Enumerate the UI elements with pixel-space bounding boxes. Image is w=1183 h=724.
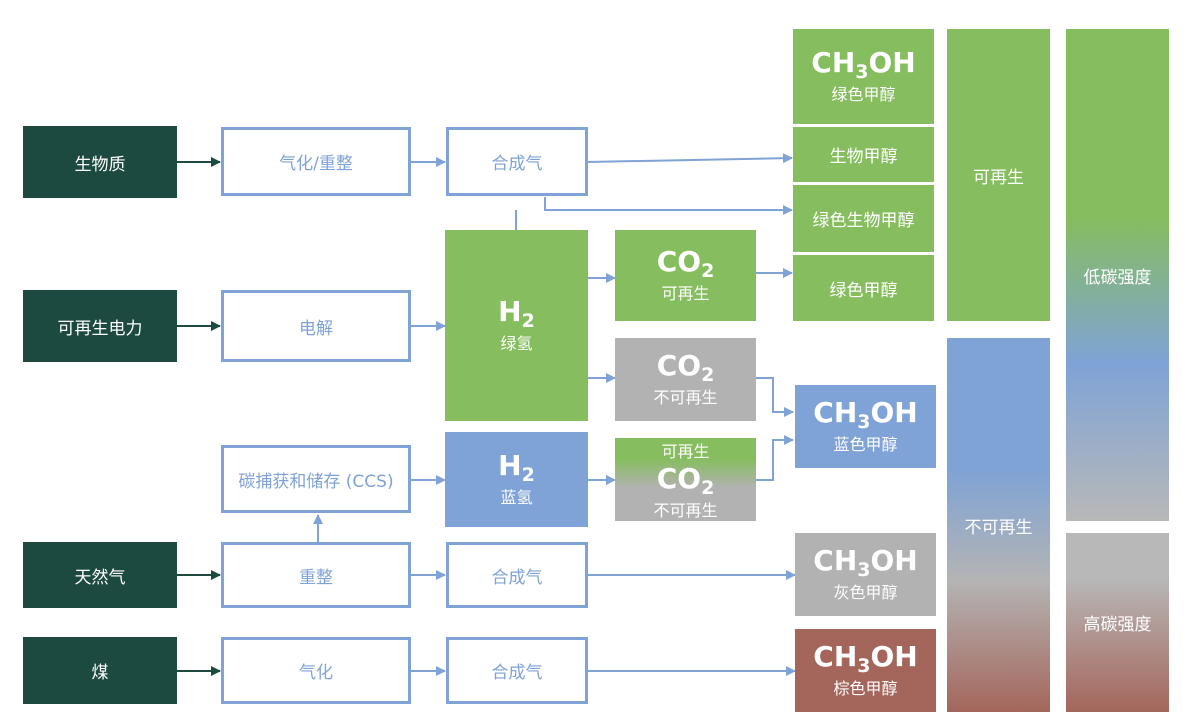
process-electrolysis: 电解: [221, 290, 411, 362]
methanol-formula-brown: CH3OH: [813, 640, 918, 678]
process-gasification: 气化: [221, 637, 411, 704]
process-gasification-label: 气化: [299, 663, 333, 683]
process-syngas-coal: 合成气: [446, 637, 588, 704]
green-hydrogen-label: 绿氢: [500, 333, 533, 353]
methanol-formula-green: CH3OH: [811, 46, 916, 84]
source-coal-label: 煤: [91, 663, 109, 683]
blue-hydrogen-label: 蓝氢: [500, 487, 533, 507]
methanol-formula-gray: CH3OH: [813, 544, 918, 582]
blue-hydrogen: H2 蓝氢: [445, 432, 588, 527]
co2-renewable: CO2 可再生: [615, 230, 756, 321]
process-syngas-natural-gas-label: 合成气: [491, 567, 543, 588]
process-ccs-label: 碳捕获和储存 (CCS): [238, 471, 394, 492]
co2-mixed-renewable-label: 可再生: [661, 442, 710, 462]
bio-methanol-label: 生物甲醇: [829, 147, 898, 167]
green-methanol-co2-label: 绿色甲醇: [829, 280, 898, 301]
source-biomass: 生物质: [23, 126, 177, 198]
co2-renewable-label: 可再生: [661, 283, 710, 303]
brown-methanol-label: 棕色甲醇: [833, 678, 898, 698]
bio-methanol: 生物甲醇: [793, 127, 934, 182]
green-bio-methanol: 绿色生物甲醇: [793, 185, 934, 252]
green-hydrogen: H2 绿氢: [445, 230, 588, 421]
process-gasification-reforming: 气化/重整: [221, 127, 411, 196]
brown-methanol: CH3OH 棕色甲醇: [795, 629, 936, 712]
arrow-syngas-bio-methanol: [587, 153, 793, 164]
category-high-carbon-label: 高碳强度: [1083, 615, 1152, 635]
category-high-carbon: 高碳强度: [1066, 533, 1169, 712]
process-syngas-natural-gas: 合成气: [446, 542, 588, 608]
co2-mixed: 可再生 CO2 不可再生: [615, 438, 756, 521]
source-biomass-label: 生物质: [74, 154, 126, 175]
arrow-co2-blue-methanol-2: [756, 435, 794, 481]
blue-methanol-label: 蓝色甲醇: [833, 434, 898, 454]
arrow-co2-blue-methanol-1: [756, 377, 794, 417]
process-syngas-biomass: 合成气: [446, 127, 588, 196]
gray-methanol-label: 灰色甲醇: [833, 582, 898, 602]
source-coal: 煤: [23, 637, 177, 704]
category-renewable-label: 可再生: [973, 167, 1024, 188]
process-reforming-label: 重整: [299, 567, 333, 588]
category-non-renewable: 不可再生: [947, 338, 1050, 712]
category-renewable: 可再生: [947, 29, 1050, 321]
category-low-carbon: 低碳强度: [1066, 29, 1169, 521]
process-reforming: 重整: [221, 542, 411, 608]
green-methanol-co2: 绿色甲醇: [793, 255, 934, 321]
blue-methanol: CH3OH 蓝色甲醇: [795, 385, 936, 468]
green-hydrogen-formula: H2: [498, 295, 535, 333]
green-methanol-label: 绿色甲醇: [831, 84, 896, 104]
co2-mixed-non-renewable-label: 不可再生: [653, 500, 718, 520]
co2-mixed-formula: CO2: [656, 462, 715, 500]
methanol-formula-blue: CH3OH: [813, 396, 918, 434]
process-gasification-reforming-label: 气化/重整: [279, 154, 353, 174]
green-methanol-top: CH3OH 绿色甲醇: [793, 29, 934, 124]
blue-hydrogen-formula: H2: [498, 449, 535, 487]
category-low-carbon-label: 低碳强度: [1083, 267, 1152, 288]
source-natural-gas-label: 天然气: [74, 567, 126, 588]
source-renewable-power-label: 可再生电力: [57, 318, 143, 339]
process-electrolysis-label: 电解: [299, 318, 333, 339]
co2-non-renewable: CO2 不可再生: [615, 338, 756, 421]
gray-methanol: CH3OH 灰色甲醇: [795, 533, 936, 616]
source-natural-gas: 天然气: [23, 542, 177, 608]
co2-non-renewable-label: 不可再生: [653, 387, 718, 407]
process-syngas-coal-label: 合成气: [491, 663, 543, 683]
process-ccs: 碳捕获和储存 (CCS): [221, 445, 411, 513]
category-non-renewable-label: 不可再生: [964, 517, 1033, 538]
co2-non-renewable-formula: CO2: [656, 349, 715, 387]
green-bio-methanol-label: 绿色生物甲醇: [812, 211, 915, 231]
source-renewable-power: 可再生电力: [23, 290, 177, 362]
co2-renewable-formula: CO2: [656, 245, 715, 283]
process-syngas-biomass-label: 合成气: [491, 154, 543, 174]
arrow-syngas-green-bio-methanol: [544, 197, 793, 215]
